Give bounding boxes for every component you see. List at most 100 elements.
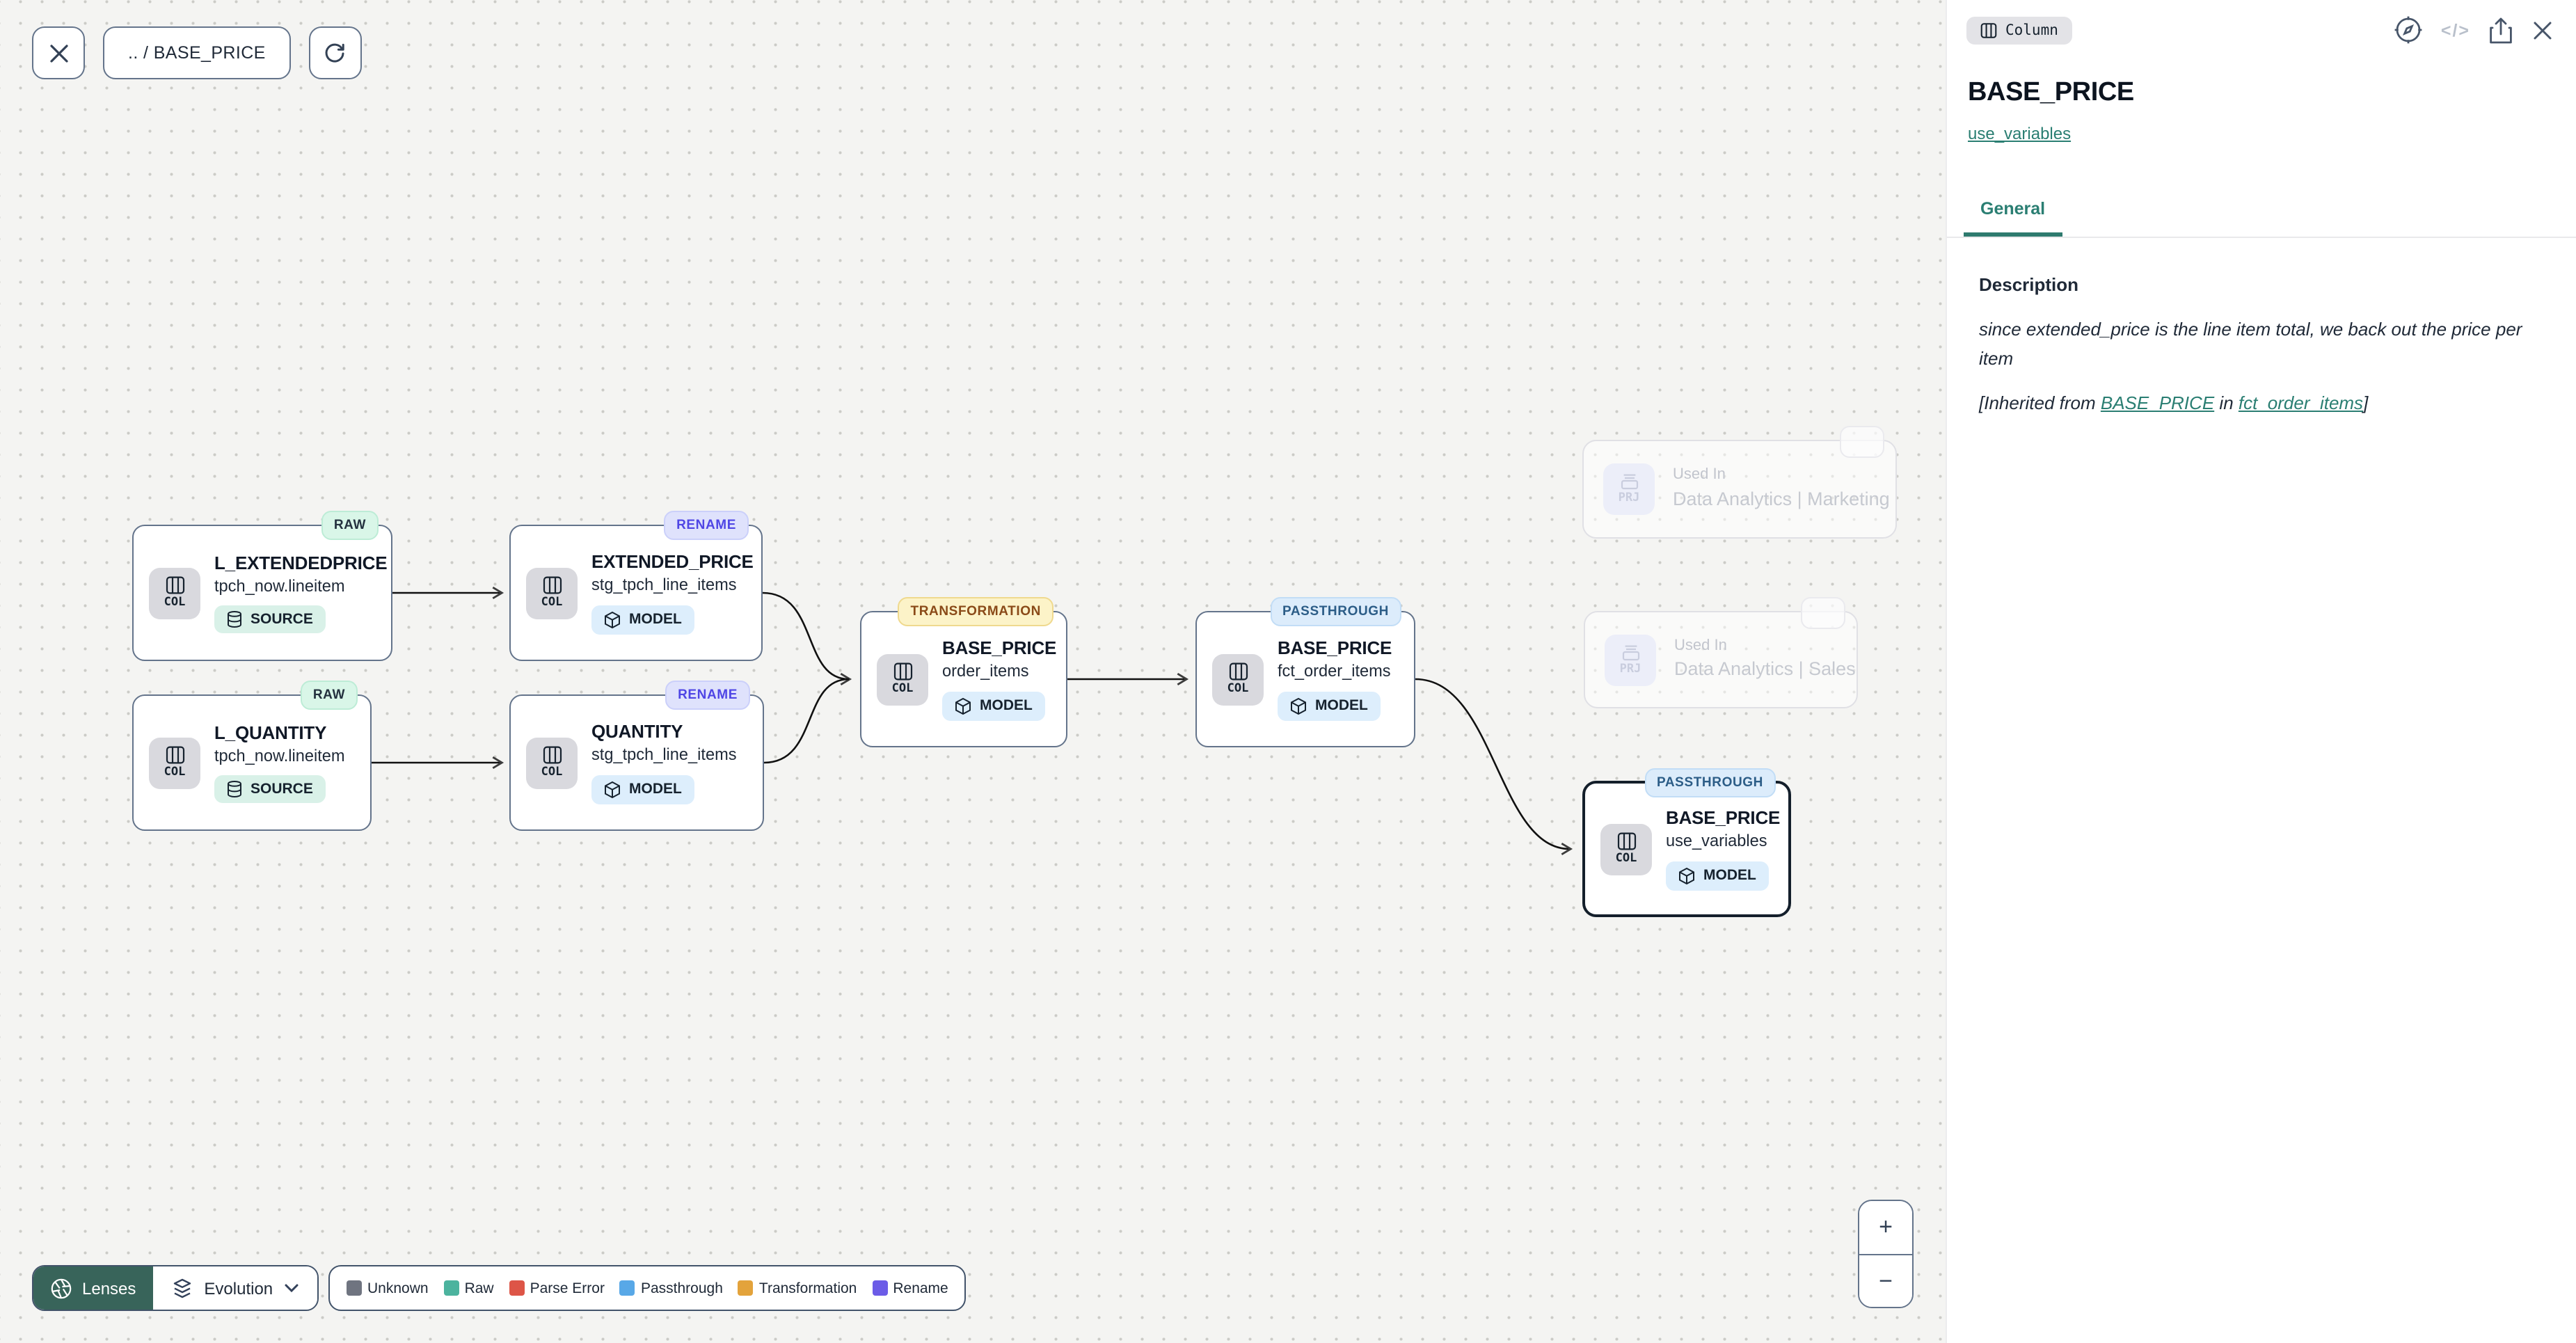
chip-label: COL	[1615, 852, 1637, 866]
lens-badge: RAW	[321, 511, 379, 541]
node-title: EXTENDED_PRICE	[591, 551, 754, 573]
node-subtitle: stg_tpch_line_items	[591, 575, 737, 595]
column-icon	[542, 747, 562, 764]
project-icon	[1621, 645, 1639, 660]
chip-label: COL	[541, 596, 563, 610]
node-title: L_EXTENDEDPRICE	[214, 552, 388, 573]
kind-pill: MODEL	[591, 774, 694, 804]
page-title: BASE_PRICE	[1968, 78, 2134, 107]
lens-badge: RENAME	[664, 511, 749, 541]
close-icon	[2534, 21, 2552, 39]
ghost-lens-badge	[1801, 597, 1845, 629]
lens-selected-label: Evolution	[204, 1278, 273, 1298]
refresh-icon	[326, 42, 345, 62]
chip-label: PRJ	[1619, 662, 1641, 676]
node-title: QUANTITY	[591, 721, 683, 742]
used-in-label: Used In	[1674, 637, 1727, 654]
used-in-label: Used In	[1673, 466, 1726, 484]
node-title: BASE_PRICE	[1278, 637, 1392, 659]
lens-badge: PASSTHROUGH	[1644, 768, 1776, 798]
node-base-price-fct-order-items[interactable]: PASSTHROUGH COL BASE_PRICE fct_order_ite…	[1195, 597, 1415, 747]
details-panel: Column </>	[1946, 0, 2576, 1343]
legend-swatch	[619, 1280, 635, 1296]
panel-actions: </>	[2394, 15, 2554, 45]
cube-icon	[605, 611, 620, 629]
node-base-price-order-items[interactable]: TRANSFORMATION COL BASE_PRICE order_item…	[860, 597, 1067, 747]
legend-item: Raw	[443, 1280, 494, 1296]
project-name: Data Analytics | Sales	[1674, 658, 1856, 680]
lineage-canvas[interactable]: .. / BASE_PRICE RAW COL L_EXTENDEDPRICE …	[0, 0, 1946, 1343]
node-quantity[interactable]: RENAME COL QUANTITY stg_tpch_line_items …	[509, 681, 764, 831]
project-icon	[1620, 475, 1638, 490]
close-panel-button[interactable]	[2531, 19, 2554, 41]
chip-label: PRJ	[1618, 491, 1640, 506]
canvas-toolbar: .. / BASE_PRICE	[32, 26, 362, 79]
chip-label: COL	[164, 765, 186, 780]
database-icon	[228, 611, 241, 628]
inherited-note: [Inherited from BASE_PRICE in fct_order_…	[1979, 392, 2369, 413]
column-icon	[165, 577, 184, 594]
column-chip: COL	[526, 737, 578, 788]
inherited-model-link[interactable]: fct_order_items	[2238, 392, 2364, 413]
close-lineage-button[interactable]	[32, 26, 85, 79]
description-text: since extended_price is the line item to…	[1979, 319, 2522, 369]
column-icon	[542, 577, 562, 594]
node-extended-price[interactable]: RENAME COL EXTENDED_PRICE stg_tpch_line_…	[509, 511, 763, 661]
ghost-lens-badge	[1840, 426, 1884, 458]
chip-label: COL	[1227, 682, 1249, 697]
column-icon	[1616, 833, 1636, 850]
node-title: BASE_PRICE	[1666, 807, 1781, 829]
node-base-price-use-variables-selected[interactable]: PASSTHROUGH COL BASE_PRICE use_variables…	[1582, 768, 1791, 917]
code-icon: </>	[2440, 20, 2470, 40]
lens-switcher: Lenses Evolution	[32, 1265, 319, 1311]
kind-pill: SOURCE	[214, 605, 326, 634]
breadcrumb[interactable]: .. / BASE_PRICE	[103, 26, 291, 79]
close-icon	[49, 44, 67, 62]
node-title: BASE_PRICE	[942, 637, 1057, 659]
aperture-icon	[51, 1278, 72, 1298]
node-subtitle: tpch_now.lineitem	[214, 575, 345, 596]
view-code-button[interactable]: </>	[2441, 20, 2470, 40]
lenses-label: Lenses	[82, 1278, 136, 1298]
refresh-button[interactable]	[308, 26, 362, 79]
legend-swatch	[872, 1280, 888, 1296]
project-name: Data Analytics | Marketing	[1673, 488, 1890, 509]
ghost-node-used-in-sales[interactable]: PRJ Used In Data Analytics | Sales	[1584, 597, 1858, 708]
node-l-quantity[interactable]: RAW COL L_QUANTITY tpch_now.lineitem SOU…	[132, 681, 372, 831]
column-chip: COL	[1600, 823, 1652, 875]
column-icon	[1228, 663, 1248, 681]
ghost-node-used-in-marketing[interactable]: PRJ Used In Data Analytics | Marketing	[1582, 426, 1897, 539]
column-chip: COL	[877, 653, 928, 705]
legend-item: Unknown	[347, 1280, 429, 1296]
zoom-out-button[interactable]: −	[1859, 1253, 1912, 1307]
explore-lineage-button[interactable]	[2394, 15, 2423, 45]
legend-swatch	[738, 1280, 754, 1296]
column-chip: COL	[149, 737, 200, 788]
project-chip: PRJ	[1603, 463, 1655, 515]
kind-pill: MODEL	[591, 605, 694, 635]
kind-pill: MODEL	[1666, 861, 1769, 891]
lens-badge: PASSTHROUGH	[1270, 597, 1401, 627]
inherited-column-link[interactable]: BASE_PRICE	[2100, 392, 2215, 413]
panel-tabs: General	[1947, 196, 2576, 238]
node-subtitle: use_variables	[1666, 831, 1767, 851]
compass-icon	[2394, 16, 2422, 44]
lenses-button[interactable]: Lenses	[33, 1266, 153, 1310]
lens-badge: RAW	[300, 681, 358, 710]
cube-icon	[955, 697, 971, 715]
tab-general[interactable]: General	[1964, 199, 2062, 237]
share-button[interactable]	[2488, 16, 2513, 44]
lens-badge: RENAME	[665, 681, 750, 710]
model-link[interactable]: use_variables	[1968, 124, 2072, 143]
node-l-extendedprice[interactable]: RAW COL L_EXTENDEDPRICE tpch_now.lineite…	[132, 511, 392, 661]
node-subtitle: stg_tpch_line_items	[591, 745, 737, 765]
zoom-in-button[interactable]: +	[1859, 1201, 1912, 1253]
lens-legend: Unknown Raw Parse Error Passthrough Tran…	[328, 1265, 967, 1311]
legend-swatch	[443, 1280, 459, 1296]
lens-select[interactable]: Evolution	[152, 1266, 318, 1310]
cube-icon	[1291, 697, 1306, 715]
lens-badge: TRANSFORMATION	[898, 597, 1054, 627]
legend-item: Passthrough	[619, 1280, 723, 1296]
column-chip: COL	[149, 567, 200, 619]
